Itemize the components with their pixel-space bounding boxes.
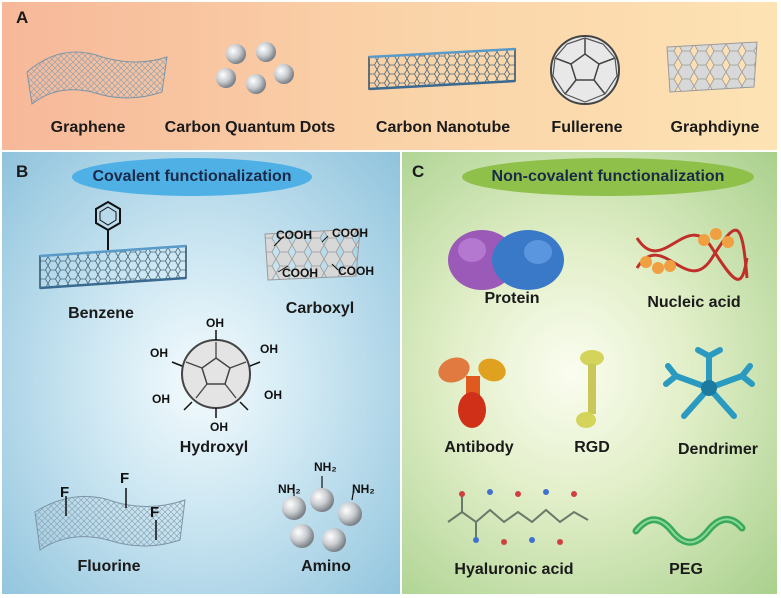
hyaluronic-acid-label: Hyaluronic acid [454,561,574,578]
oh-top: OH [206,316,224,330]
graphene-sheet-image [26,51,168,105]
oh-right: OH [260,342,278,356]
panel-b-letter: B [16,162,29,181]
antibody-label: Antibody [444,439,514,456]
amino-label: Amino [301,558,351,575]
carbon-nanotube-label: Carbon Nanotube [375,119,511,136]
nucleic-acid-label: Nucleic acid [647,294,741,311]
nh2-right: NH₂ [352,482,375,496]
non-covalent-functionalization-title: Non-covalent functionalization [462,158,754,196]
oh-bottom-right: OH [264,388,282,402]
carbon-quantum-dots-label: Carbon Quantum Dots [164,119,336,136]
fluorine-f-left: F [60,484,70,501]
amino-quantum-dots-image [282,476,362,552]
oh-bottom: OH [210,420,228,434]
protein-image [448,230,564,290]
nh2-middle: NH₂ [314,460,337,474]
cooh-bottom-right: COOH [338,264,374,278]
panel-c-non-covalent: C Non-covalent functionalization Protein… [402,152,777,594]
fullerene-label: Fullerene [551,119,623,136]
carboxyl-graphdiyne-image [264,228,361,281]
carboxyl-label: Carboxyl [285,300,355,317]
fullerene-image [550,35,620,105]
panel-a-letter: A [16,8,29,27]
cooh-bottom-left: COOH [282,266,318,280]
oh-left: OH [150,346,168,360]
rgd-image [576,350,604,428]
covalent-functionalization-title: Covalent functionalization [72,158,312,196]
nh2-left: NH₂ [278,482,301,496]
cooh-top-right: COOH [332,226,368,240]
fluorine-f-middle: F [120,470,130,487]
graphdiyne-image [666,41,758,93]
fluorine-graphene-image [34,488,186,551]
benzene-nanotube-image [39,200,187,290]
hydroxyl-fullerene-image [171,330,261,418]
antibody-image [438,357,506,428]
peg-label: PEG [669,561,703,578]
dendrimer-label: Dendrimer [677,441,759,458]
dendrimer-image [663,347,755,419]
benzene-label: Benzene [68,305,134,322]
fluorine-label: Fluorine [77,558,141,575]
fluorine-f-right: F [150,504,160,521]
panel-a-carbon-nanomaterials: A [2,2,777,150]
carbon-nanotube-image [368,47,516,91]
peg-image [632,515,746,546]
hydroxyl-label: Hydroxyl [179,439,249,456]
panel-c-letter: C [412,162,425,181]
graphene-label: Graphene [50,119,126,136]
hyaluronic-acid-image [447,489,589,545]
nucleic-acid-image [635,228,749,281]
rgd-label: RGD [574,439,610,456]
cooh-top-left: COOH [276,228,312,242]
carbon-quantum-dots-image [216,42,294,94]
graphdiyne-label: Graphdiyne [670,119,760,136]
protein-label: Protein [484,290,540,307]
panel-b-covalent: B Covalent functionalization Benzene COO… [2,152,400,594]
oh-bottom-left: OH [152,392,170,406]
